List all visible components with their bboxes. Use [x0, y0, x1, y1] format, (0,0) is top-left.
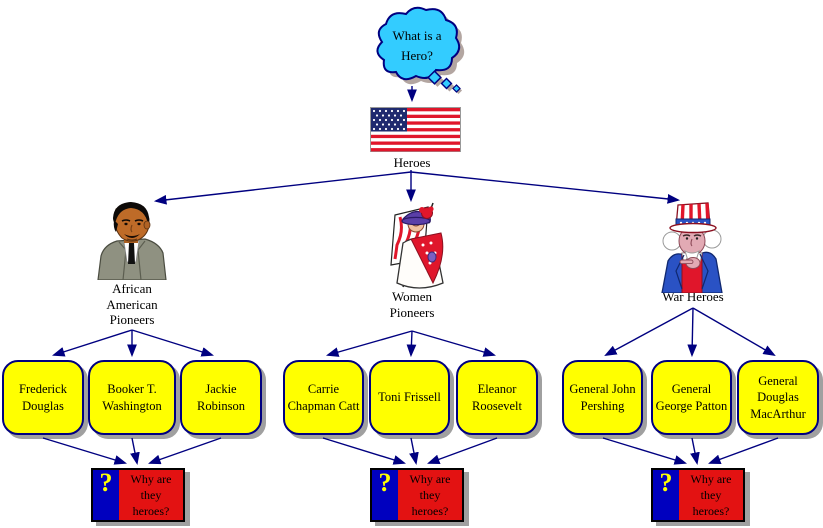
- uncle-sam-icon: [661, 202, 723, 293]
- member-node[interactable]: Toni Frissell: [369, 360, 450, 435]
- member-node[interactable]: Carrie Chapman Catt: [283, 360, 364, 435]
- member-label: Jackie Robinson: [197, 382, 245, 413]
- question-label: Why are they heroes?: [130, 471, 172, 519]
- group-3-node[interactable]: [652, 193, 730, 293]
- thought-cloud-icon: [376, 6, 465, 95]
- question-node[interactable]: ? Why are they heroes?: [651, 468, 745, 522]
- member-label: Eleanor Roosevelt: [472, 382, 522, 413]
- member-label: General George Patton: [655, 382, 728, 413]
- member-node[interactable]: General Douglas MacArthur: [737, 360, 819, 435]
- question-mark-icon: ?: [653, 470, 679, 520]
- member-label: Carrie Chapman Catt: [287, 382, 360, 413]
- bubble-label: What is a Hero?: [392, 28, 442, 63]
- member-label: Toni Frissell: [378, 390, 441, 405]
- member-label: Frederick Douglas: [19, 382, 67, 413]
- member-node[interactable]: Frederick Douglas: [2, 360, 84, 435]
- group-1-label: African American Pioneers: [106, 281, 158, 328]
- pioneer-woman-icon: [390, 202, 444, 289]
- question-label: Why are they heroes?: [409, 471, 451, 519]
- question-mark-icon: ?: [372, 470, 398, 520]
- mlk-portrait-icon: [97, 202, 167, 280]
- question-mark-icon: ?: [93, 470, 119, 520]
- group-2-label: Women Pioneers: [389, 289, 435, 320]
- root-node[interactable]: [370, 107, 461, 152]
- member-node[interactable]: Eleanor Roosevelt: [456, 360, 538, 435]
- member-label: General John Pershing: [569, 382, 636, 413]
- question-node[interactable]: ? Why are they heroes?: [91, 468, 185, 522]
- member-label: General Douglas MacArthur: [750, 374, 806, 421]
- member-node[interactable]: General George Patton: [651, 360, 732, 435]
- question-label: Why are they heroes?: [690, 471, 732, 519]
- thought-bubble-node[interactable]: [358, 0, 474, 100]
- member-node[interactable]: General John Pershing: [562, 360, 643, 435]
- member-node[interactable]: Jackie Robinson: [180, 360, 262, 435]
- group-2-node[interactable]: [383, 193, 455, 293]
- member-node[interactable]: Booker T. Washington: [88, 360, 176, 435]
- group-1-node[interactable]: [93, 198, 168, 280]
- root-label: Heroes: [393, 155, 431, 170]
- question-node[interactable]: ? Why are they heroes?: [370, 468, 464, 522]
- us-flag-icon: [370, 107, 461, 152]
- member-label: Booker T. Washington: [102, 382, 162, 413]
